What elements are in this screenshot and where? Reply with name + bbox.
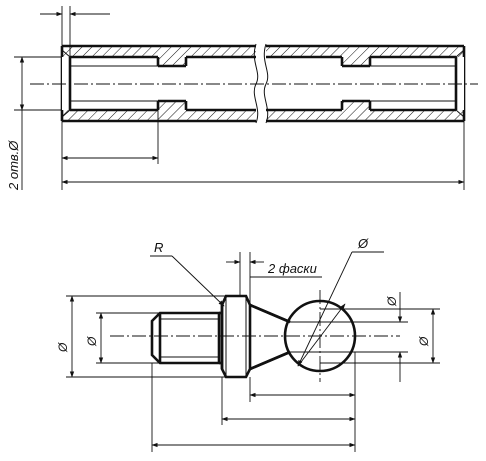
chamfers-label: 2 фаски	[267, 261, 317, 276]
right-lower-diameter-label: Ø	[417, 336, 431, 347]
tube-break-lines	[253, 43, 269, 124]
holes-label: 2 отв.Ø	[6, 140, 21, 191]
tube-outline	[60, 44, 466, 123]
pin-length-dimensions	[151, 352, 356, 452]
ball-pin-view: R 2 фаски Ø Ø	[56, 236, 440, 452]
pin-collar	[219, 294, 252, 379]
thread-depth-dimension	[61, 110, 159, 190]
tube-view: 2 отв.Ø	[6, 6, 478, 191]
pin-shank	[150, 311, 221, 365]
left-threaded-hole	[61, 49, 188, 118]
right-lower-diameter-dimension: Ø	[320, 308, 440, 364]
chamfers-callout: 2 фаски	[226, 252, 322, 305]
left-outer-diameter-label: Ø	[56, 342, 70, 353]
left-outer-diameter-dimension: Ø	[56, 295, 226, 378]
radius-label: R	[154, 240, 163, 255]
right-upper-diameter-label: Ø	[385, 296, 399, 307]
radius-callout: R	[150, 240, 225, 307]
tube-length-dimension	[61, 121, 465, 190]
ball-diameter-label: Ø	[357, 236, 369, 251]
ball-diameter-callout: Ø	[297, 236, 384, 367]
left-inner-diameter-label: Ø	[85, 336, 99, 347]
tube-hatching	[62, 46, 464, 121]
holes-diameter-dimension: 2 отв.Ø	[6, 56, 62, 191]
tube-chamfer-dimension	[40, 6, 110, 57]
left-inner-diameter-dimension: Ø	[85, 312, 160, 364]
right-threaded-hole	[340, 49, 465, 118]
right-upper-diameter-dimension: Ø	[290, 292, 408, 382]
